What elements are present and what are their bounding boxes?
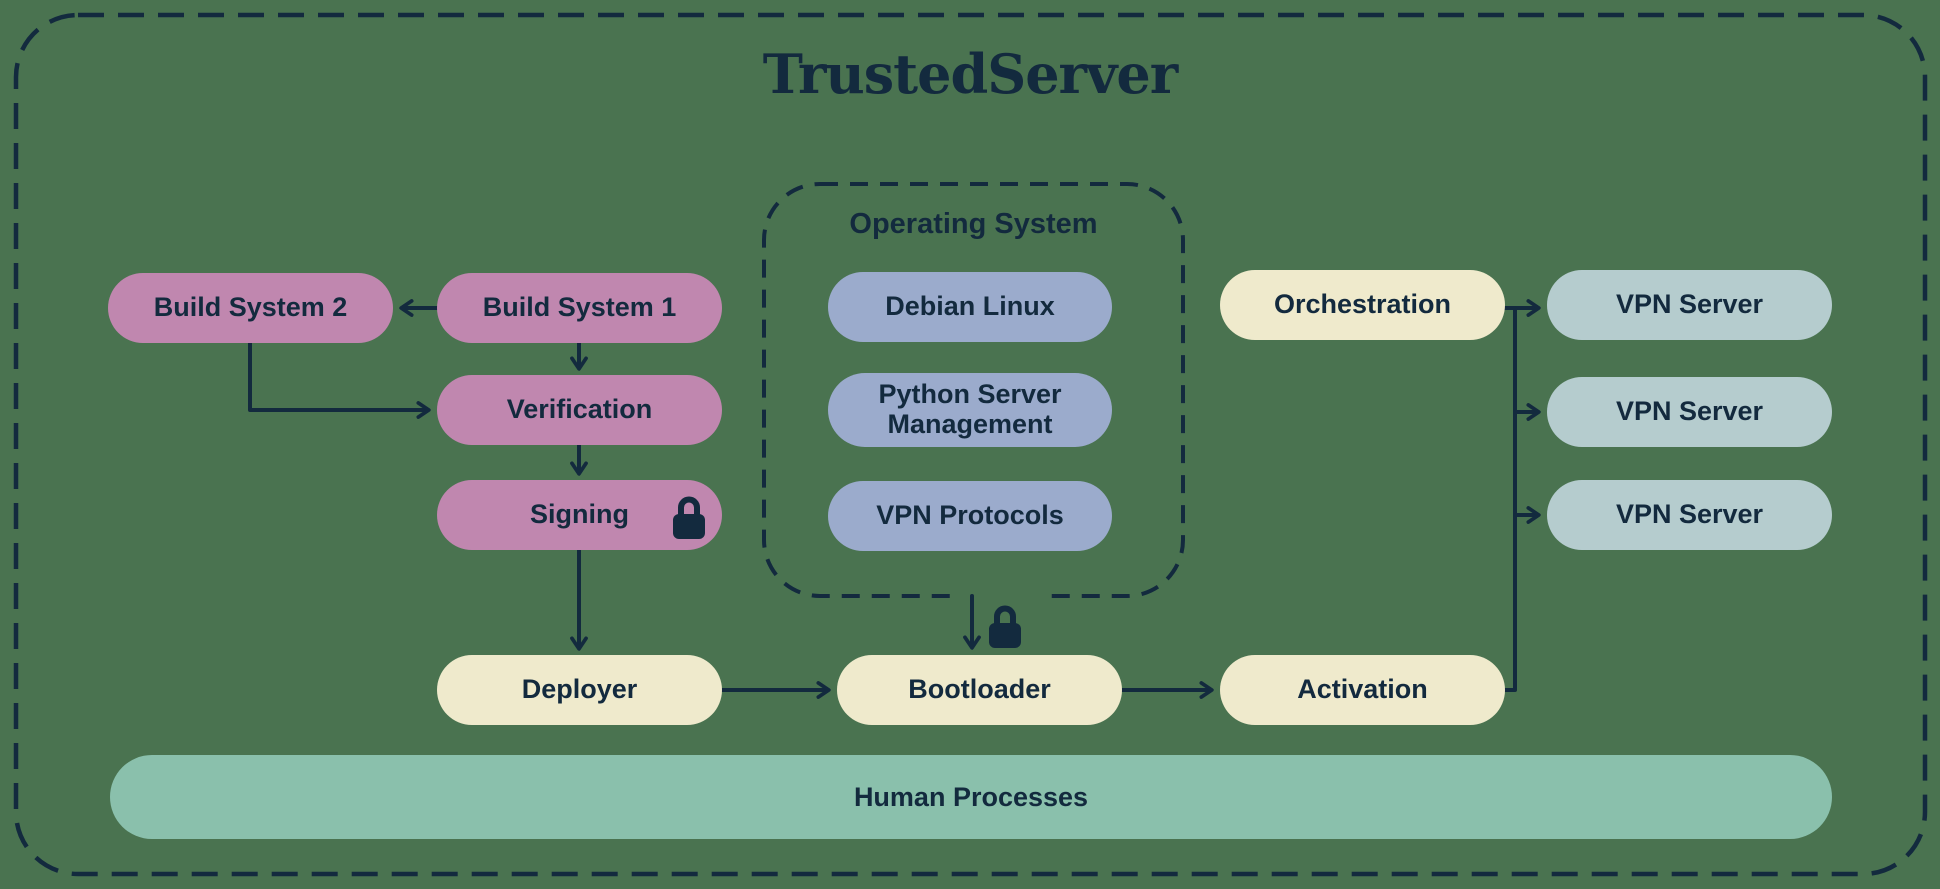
node-label: Build System 2	[153, 292, 348, 323]
edge-bs2-verification	[248, 341, 428, 410]
node-label: Debian Linux	[885, 291, 1055, 322]
node-label: Deployer	[521, 674, 638, 705]
node-activation: Activation	[1220, 655, 1505, 725]
node-signing: Signing	[437, 480, 722, 550]
node-label: VPN Protocols	[876, 500, 1064, 531]
node-verification: Verification	[437, 375, 722, 445]
node-vpn-protocols: VPN Protocols	[828, 481, 1112, 551]
node-label: Verification	[506, 394, 653, 425]
node-label: Orchestration	[1273, 289, 1452, 320]
node-python-server-management: Python Server Management	[828, 373, 1112, 447]
lock-icon	[670, 494, 708, 540]
outer-dashed-border	[13, 12, 1928, 877]
node-vpn-server-3: VPN Server	[1547, 480, 1832, 550]
lock-icon	[986, 603, 1024, 649]
node-label: Build System 1	[482, 292, 677, 323]
node-deployer: Deployer	[437, 655, 722, 725]
edge-activation-bus	[1503, 306, 1517, 692]
node-label: Signing	[530, 499, 629, 530]
node-build-system-2: Build System 2	[108, 273, 393, 343]
node-label: Bootloader	[908, 674, 1051, 705]
node-bootloader: Bootloader	[837, 655, 1122, 725]
node-label: Activation	[1297, 674, 1428, 705]
human-processes-label: Human Processes	[853, 781, 1089, 812]
human-processes-bar: Human Processes	[110, 755, 1832, 839]
node-label: VPN Server	[1615, 396, 1764, 427]
operating-system-group-label: Operating System	[849, 208, 1098, 240]
node-debian-linux: Debian Linux	[828, 272, 1112, 342]
os-border-gap	[950, 588, 1046, 603]
node-label: Python Server Management	[878, 379, 1062, 439]
node-build-system-1: Build System 1	[437, 273, 722, 343]
node-orchestration: Orchestration	[1220, 270, 1505, 340]
node-vpn-server-2: VPN Server	[1547, 377, 1832, 447]
node-label: VPN Server	[1615, 499, 1764, 530]
diagram-title: TrustedServer	[762, 42, 1178, 106]
node-vpn-server-1: VPN Server	[1547, 270, 1832, 340]
node-label: VPN Server	[1615, 289, 1764, 320]
